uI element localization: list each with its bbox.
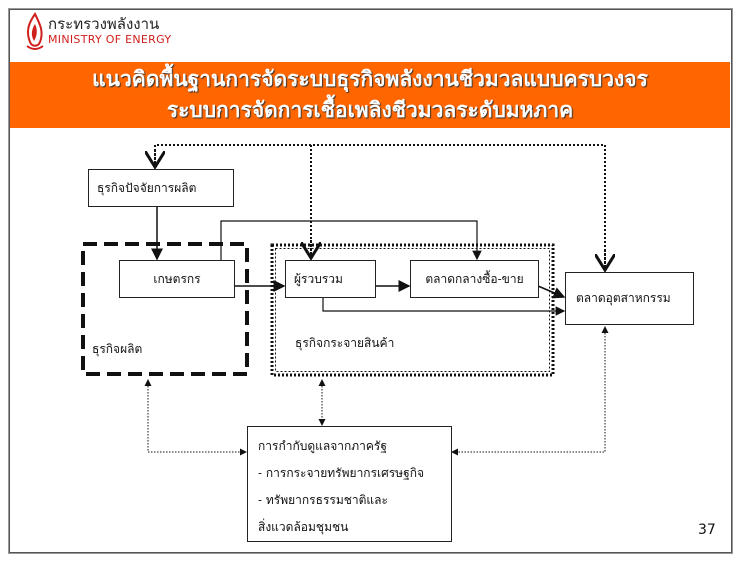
logo-english-text: MINISTRY OF ENERGY bbox=[48, 33, 172, 46]
government-item-2-cont: สิ่งแวดล้อมชุมชน bbox=[258, 520, 349, 534]
ministry-logo: กระทรวงพลังงาน MINISTRY OF ENERGY bbox=[24, 12, 204, 52]
dotted-link-production-gov bbox=[144, 379, 247, 456]
distribution-group-label: ธุรกิจกระจายสินค้า bbox=[295, 336, 395, 350]
slide-frame bbox=[9, 9, 732, 553]
government-item-1: - การกระจายทรัพยากรเศรษฐกิจ bbox=[258, 466, 425, 480]
page-number: 37 bbox=[698, 522, 716, 538]
government-item-2: - ทรัพยากรธรรมชาติและ bbox=[258, 493, 388, 507]
central-market-label: ตลาดกลางซื้อ-ขาย bbox=[425, 271, 524, 286]
title-banner: แนวคิดพื้นฐานการจัดระบบธุรกิจพลังงานชีวม… bbox=[10, 62, 730, 128]
title-line-2: ระบบการจัดการเชื้อเพลิงชีวมวลระดับมหภาค bbox=[166, 98, 574, 122]
arrow-collector-to-industry bbox=[322, 297, 566, 316]
production-group-label: ธุรกิจผลิต bbox=[92, 342, 143, 356]
government-box: การกำกับดูแลจากภาครัฐ - การกระจายทรัพยาก… bbox=[247, 426, 452, 542]
industrial-market-label: ตลาดอุตสาหกรรม bbox=[576, 291, 671, 305]
central-market-box: ตลาดกลางซื้อ-ขาย bbox=[410, 260, 539, 298]
industrial-market-box: ตลาดอุตสาหกรรม bbox=[565, 272, 694, 325]
logo-thai-text: กระทรวงพลังงาน bbox=[48, 15, 160, 33]
farmer-label: เกษตรกร bbox=[153, 271, 201, 286]
input-business-label: ธุรกิจปัจจัยการผลิต bbox=[97, 180, 197, 195]
dotted-link-industry-gov bbox=[451, 326, 609, 456]
input-business-box: ธุรกิจปัจจัยการผลิต bbox=[88, 169, 234, 207]
title-line-1: แนวคิดพื้นฐานการจัดระบบธุรกิจพลังงานชีวม… bbox=[92, 67, 648, 91]
arrow-market-to-industry bbox=[537, 285, 566, 299]
flame-logo-icon bbox=[26, 12, 44, 50]
farmer-box: เกษตรกร bbox=[119, 260, 235, 298]
collector-box: ผู้รวบรวม bbox=[285, 260, 376, 298]
top-dotted-line bbox=[154, 144, 606, 270]
distribution-group-border bbox=[270, 243, 555, 377]
government-title: การกำกับดูแลจากภาครัฐ bbox=[258, 439, 387, 453]
collector-label: ผู้รวบรวม bbox=[294, 271, 343, 286]
arrow-farmer-to-central-market bbox=[220, 220, 482, 261]
